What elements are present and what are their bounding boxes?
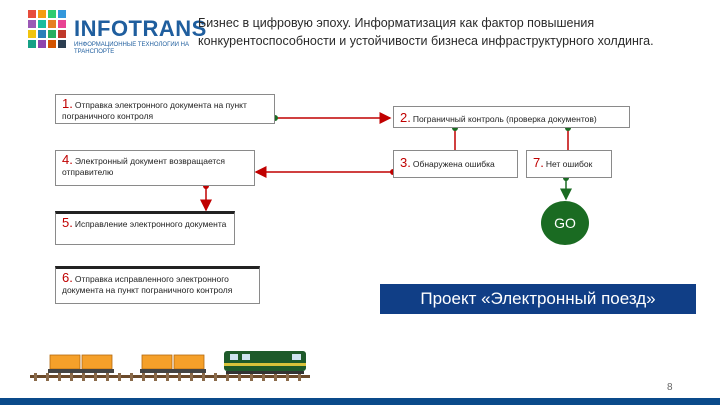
- step-number: 4.: [62, 152, 73, 167]
- locomotive: [224, 351, 306, 374]
- step-2-box: 2.Пограничный контроль (проверка докумен…: [393, 106, 630, 128]
- logo-text: INFOTRANS: [74, 16, 207, 41]
- step-number: 5.: [62, 215, 73, 230]
- train-illustration: [30, 351, 310, 381]
- step-text: Нет ошибок: [545, 159, 593, 169]
- logo-mark-icon: [28, 10, 66, 48]
- step-text: Электронный документ возвращается отправ…: [62, 156, 226, 177]
- bottom-bar: [0, 398, 720, 405]
- step-3-box: 3.Обнаружена ошибка: [393, 150, 518, 178]
- step-number: 7.: [533, 155, 544, 170]
- step-7-box: 7.Нет ошибок: [526, 150, 612, 178]
- logo-subtitle: ИНФОРМАЦИОННЫЕ ТЕХНОЛОГИИ НА ТРАНСПОРТЕ: [74, 42, 189, 55]
- step-number: 1.: [62, 96, 73, 111]
- page-title: Бизнес в цифровую эпоху. Информатизация …: [198, 16, 654, 48]
- step-text: Пограничный контроль (проверка документо…: [412, 114, 597, 124]
- project-banner: Проект «Электронный поезд»: [380, 284, 696, 314]
- step-number: 6.: [62, 270, 73, 285]
- step-number: 3.: [400, 155, 411, 170]
- step-text: Отправка исправленного электронного доку…: [62, 274, 233, 295]
- step-text: Исправление электронного документа: [74, 219, 227, 229]
- go-signal: GO: [541, 201, 589, 245]
- step-1-box: 1.Отправка электронного документа на пун…: [55, 94, 275, 124]
- page-number: 8: [667, 382, 673, 393]
- infotrans-logo: INFOTRANS ИНФОРМАЦИОННЫЕ ТЕХНОЛОГИИ НА Т…: [28, 10, 206, 62]
- step-4-box: 4.Электронный документ возвращается отпр…: [55, 150, 255, 186]
- step-5-box: 5.Исправление электронного документа: [55, 211, 235, 245]
- step-number: 2.: [400, 110, 411, 125]
- step-6-box: 6.Отправка исправленного электронного до…: [55, 266, 260, 304]
- step-text: Отправка электронного документа на пункт…: [62, 100, 247, 121]
- freight-wagons: [48, 354, 206, 373]
- step-text: Обнаружена ошибка: [412, 159, 495, 169]
